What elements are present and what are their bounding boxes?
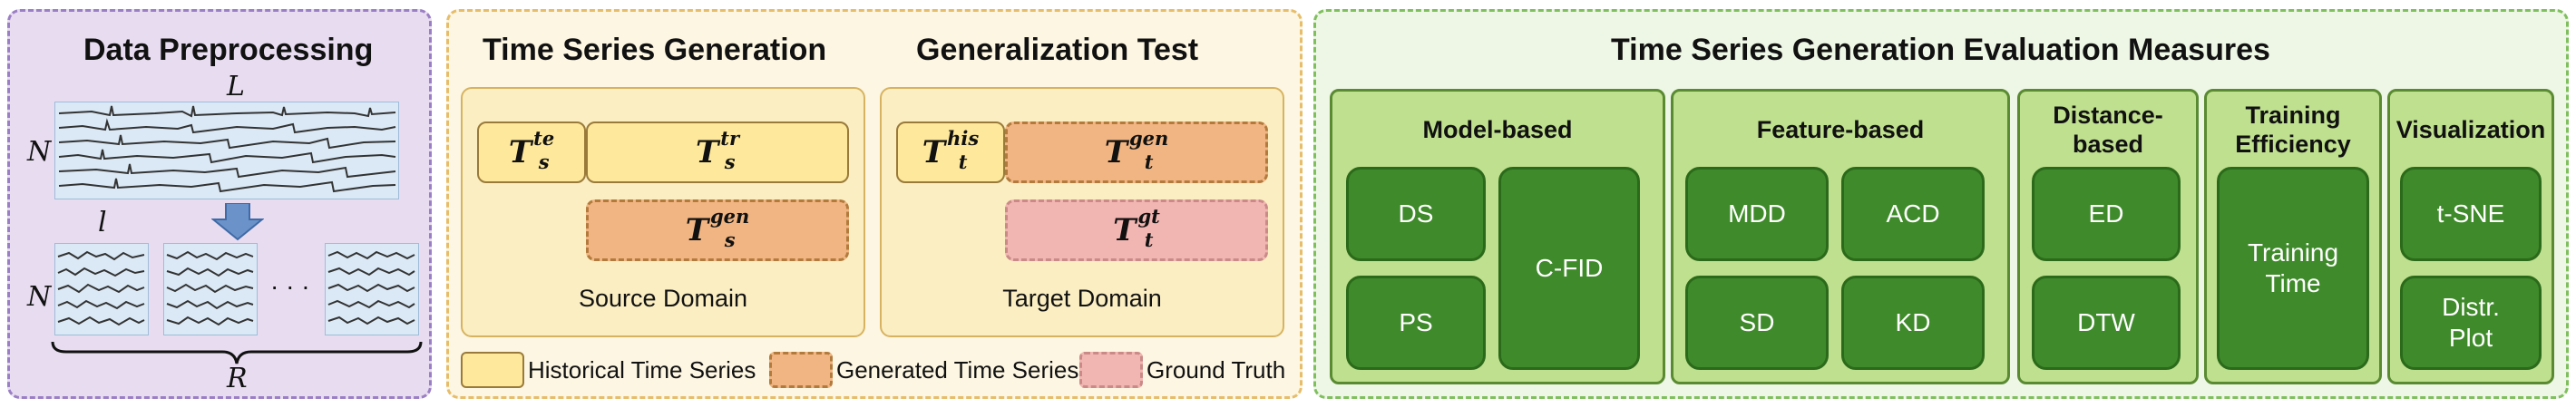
training-time-line2: Time [2265, 269, 2321, 297]
full-series-block [54, 102, 399, 199]
measure-ps: PS [1346, 276, 1486, 370]
training-efficiency-title-line2: Efficiency [2235, 131, 2351, 158]
measure-dtw: DTW [2032, 276, 2181, 370]
generalization-title: Generalization Test [916, 33, 1199, 67]
target-domain-label: Target Domain [1002, 285, 1162, 312]
axis-label-R: R [227, 363, 248, 394]
preprocessing-title: Data Preprocessing [83, 33, 374, 67]
distance-based-title-line1: Distance- [2053, 102, 2163, 129]
measure-kd: KD [1841, 276, 1985, 370]
source-domain-label: Source Domain [578, 285, 748, 312]
axis-label-N-top: N [27, 136, 52, 168]
training-time-line1: Training [2247, 238, 2339, 267]
ellipsis: · · · [270, 272, 310, 300]
legend-ground-truth-label: Ground Truth [1147, 356, 1286, 384]
legend-ground-truth-swatch [1079, 352, 1143, 388]
measure-acd: ACD [1841, 167, 1985, 261]
window-block-2 [163, 243, 258, 335]
axis-label-N-bottom: N [27, 281, 52, 313]
curly-brace-icon [51, 341, 423, 364]
training-efficiency-title-line1: Training [2245, 102, 2341, 129]
arrow-down-icon [211, 203, 264, 241]
axis-label-L: L [227, 71, 245, 102]
legend-generated-swatch [769, 352, 833, 388]
generation-title: Time Series Generation [483, 33, 827, 67]
distribution-plot-line1: Distr. [2442, 293, 2500, 321]
model-based-title: Model-based [1422, 116, 1573, 143]
distance-based-title-line2: based [2072, 131, 2144, 158]
visualization-title: Visualization [2395, 116, 2546, 143]
measure-ed: ED [2032, 167, 2181, 261]
full-series-waves [58, 105, 396, 193]
measure-ds: DS [1346, 167, 1486, 261]
measure-sd: SD [1685, 276, 1829, 370]
window-block-1 [54, 243, 149, 335]
axis-label-l: l [98, 207, 107, 238]
measure-mdd: MDD [1685, 167, 1829, 261]
distribution-plot-line2: Plot [2448, 324, 2493, 352]
window-block-3 [325, 243, 419, 335]
measure-t-sne: t-SNE [2400, 167, 2542, 261]
measure-training-time: Training Time [2217, 167, 2369, 370]
feature-based-title: Feature-based [1756, 116, 1925, 143]
legend-historical-swatch [461, 352, 524, 388]
measure-c-fid: C-FID [1498, 167, 1640, 370]
legend-historical-label: Historical Time Series [528, 356, 756, 384]
evaluation-title: Time Series Generation Evaluation Measur… [1611, 33, 2270, 67]
legend-generated-label: Generated Time Series [836, 356, 1079, 384]
measure-distribution-plot: Distr. Plot [2400, 276, 2542, 370]
